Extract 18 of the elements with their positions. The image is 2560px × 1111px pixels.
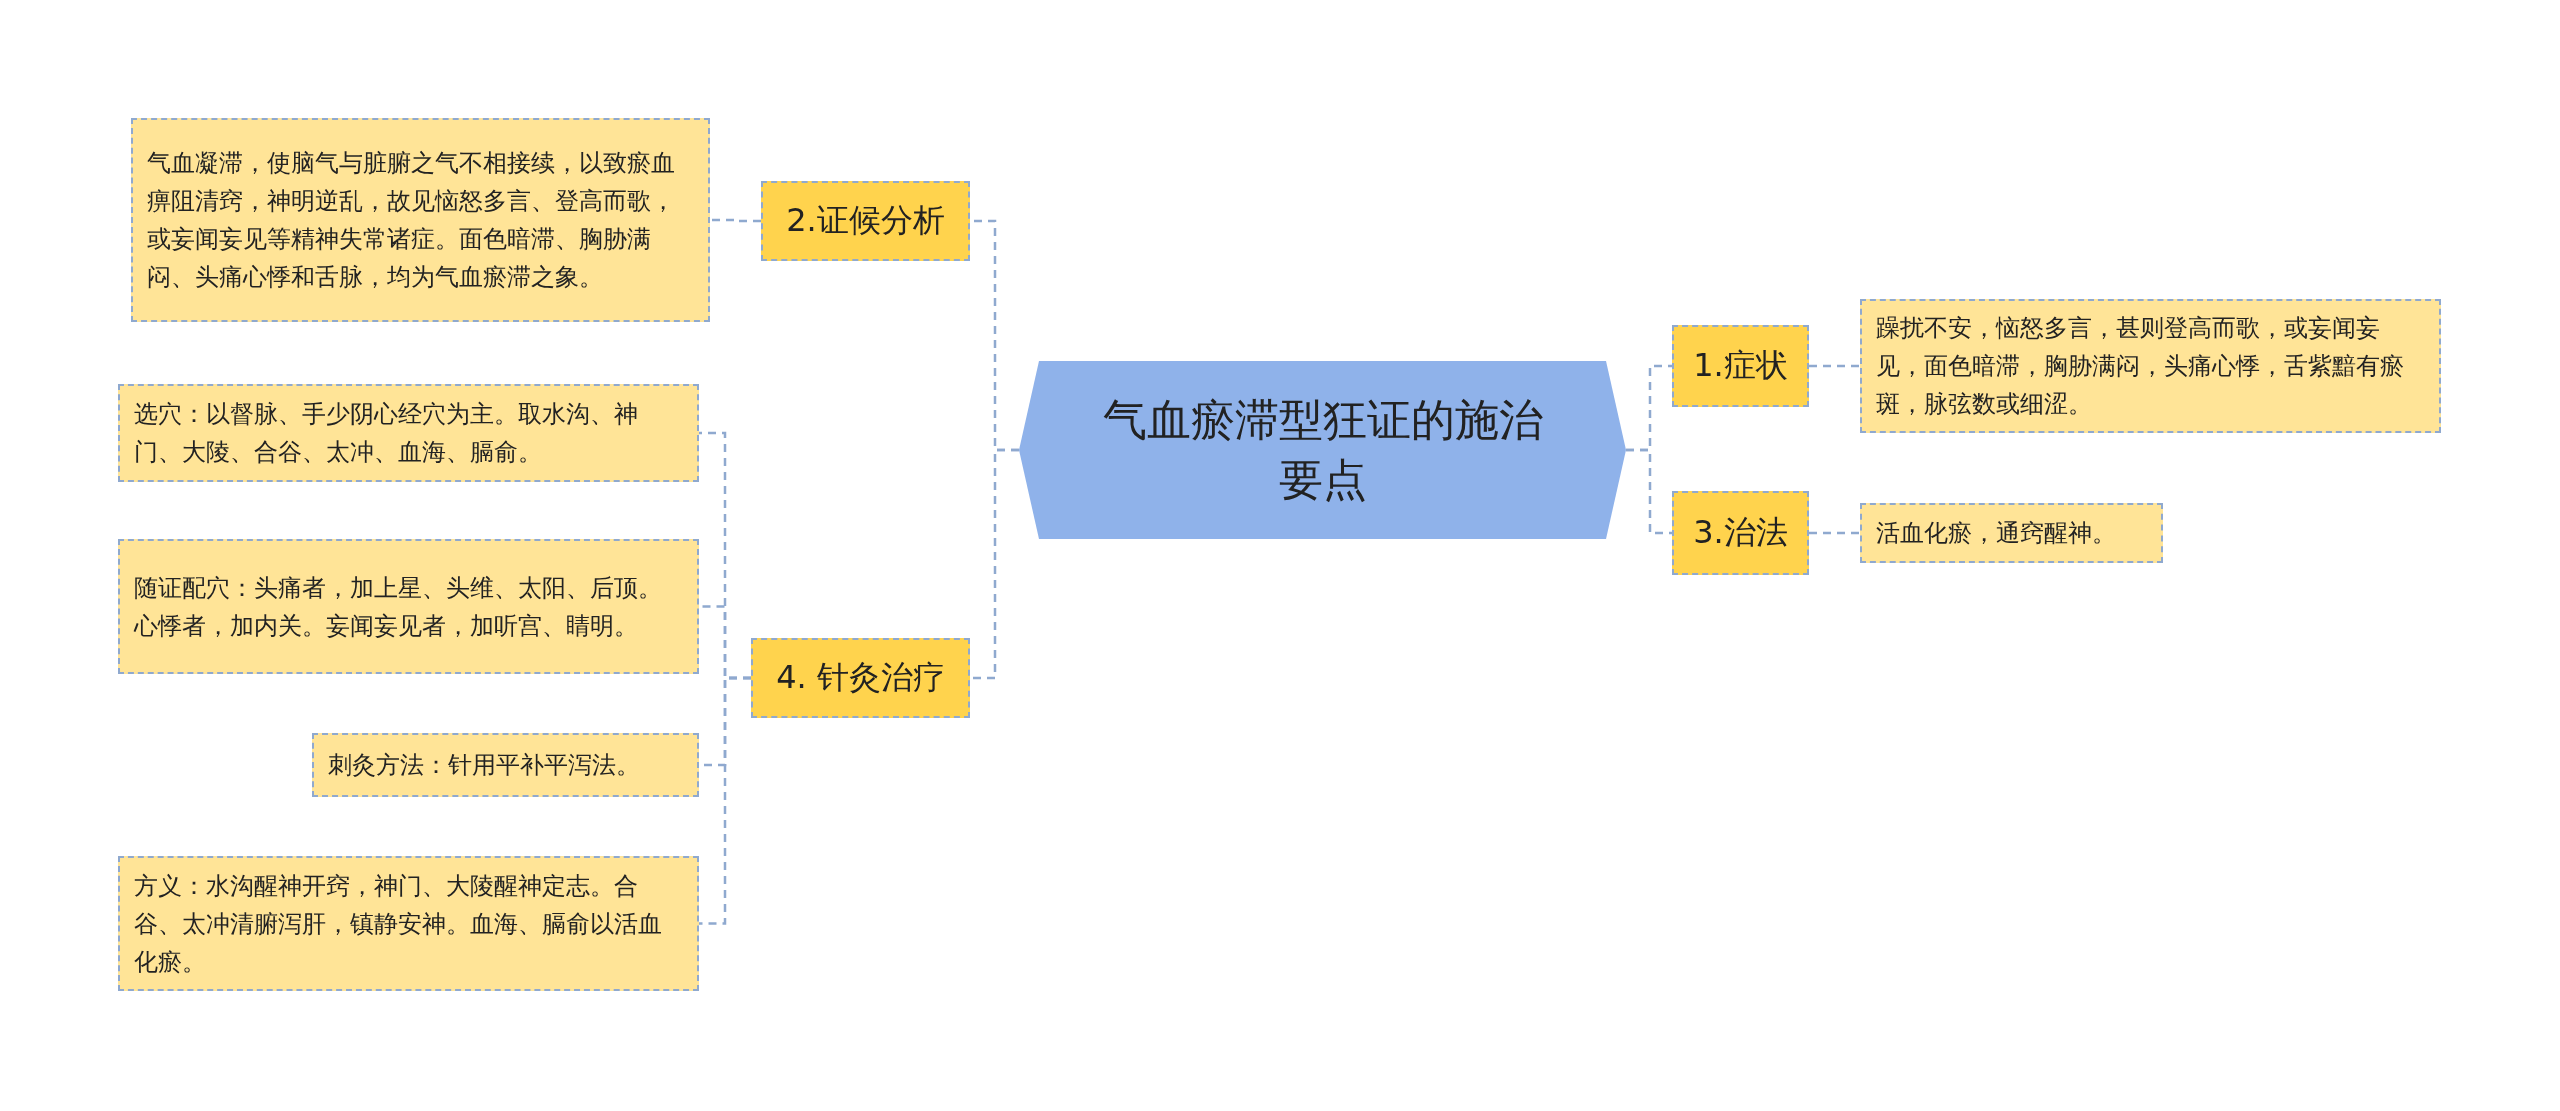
- note-box: 气血凝滞，使脑气与脏腑之气不相接续，以致瘀血痹阻清窍，神明逆乱，故见恼怒多言、登高而歌，或妄闻妄见等精神失常诸症。面色暗滞、胸胁满闷、头痛心悸和舌脉，均为气血瘀滞之象。: [131, 118, 710, 322]
- topic-box: 2.证候分析: [761, 181, 970, 261]
- topic-box: 4. 针灸治疗: [751, 638, 970, 718]
- connector-line: [710, 218, 761, 223]
- connector-line: [1626, 448, 1672, 535]
- central-topic: 气血瘀滞型狂证的施治要点: [1019, 361, 1626, 539]
- topic-box: 1.症状: [1672, 325, 1809, 407]
- note-box: 随证配穴：头痛者，加上星、头维、太阳、后顶。心悸者，加内关。妄闻妄见者，加听宫、睛明。: [118, 539, 699, 674]
- connector-line: [970, 448, 1019, 680]
- topic-box: 3.治法: [1672, 491, 1809, 575]
- note-box: 活血化瘀，通窍醒神。: [1860, 503, 2163, 563]
- connector-line: [699, 676, 751, 925]
- note-box: 选穴：以督脉、手少阴心经穴为主。取水沟、神门、大陵、合谷、太冲、血海、膈俞。: [118, 384, 699, 482]
- note-box: 刺灸方法：针用平补平泻法。: [312, 733, 699, 797]
- connector-line: [1809, 364, 1860, 368]
- note-box: 躁扰不安，恼怒多言，甚则登高而歌，或妄闻妄见，面色暗滞，胸胁满闷，头痛心悸，舌紫黯有瘀斑，脉弦数或细涩。: [1860, 299, 2441, 433]
- note-box: 方义：水沟醒神开窍，神门、大陵醒神定志。合谷、太冲清腑泻肝，镇静安神。血海、膈俞以活血化瘀。: [118, 856, 699, 991]
- connector-line: [1809, 531, 1860, 535]
